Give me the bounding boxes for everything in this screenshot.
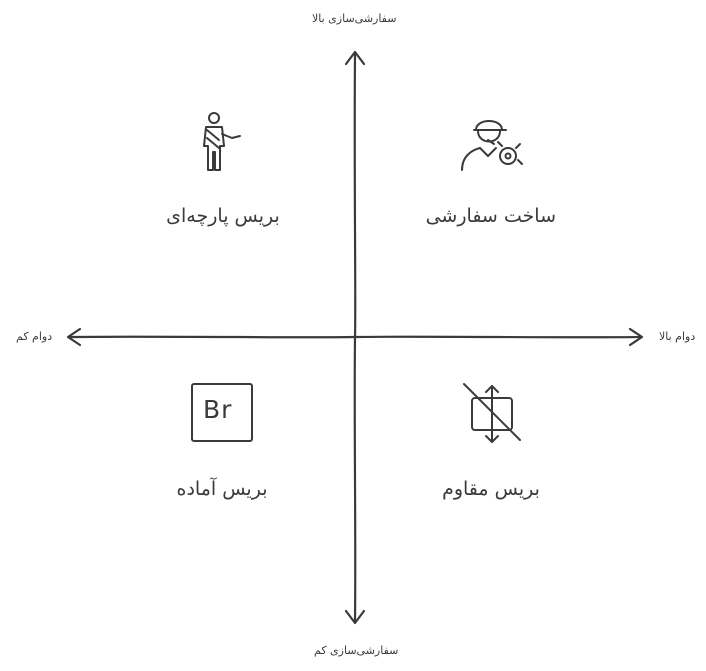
vertical-axis-bottom-arrow xyxy=(344,609,366,625)
person-with-cast-icon xyxy=(203,112,241,171)
quadrant-label-top-right: ساخت سفارشی xyxy=(425,205,556,227)
axis-label-left: دوام کم xyxy=(16,330,53,343)
quadrant-label-bottom-left: بریس آماده xyxy=(176,478,268,500)
no-resize-icon xyxy=(463,383,521,443)
br-box-icon-text: Br xyxy=(203,395,233,424)
quadrant-label-top-left: بریس پارچه‌ای xyxy=(166,205,280,227)
axis-label-top: سفارشی‌سازی بالا xyxy=(312,12,397,25)
br-box-icon xyxy=(191,383,253,442)
horizontal-axis xyxy=(66,327,644,347)
vertical-axis-top-arrow xyxy=(344,50,366,66)
craftsman-with-tool-icon xyxy=(461,120,523,171)
axis-label-right: دوام بالا xyxy=(659,330,696,343)
horizontal-axis-right-arrow xyxy=(628,327,644,347)
quadrant-label-bottom-right: بریس مقاوم xyxy=(442,478,540,500)
horizontal-axis-left-arrow xyxy=(66,327,82,347)
axis-label-bottom: سفارشی‌سازی کم xyxy=(314,644,399,657)
